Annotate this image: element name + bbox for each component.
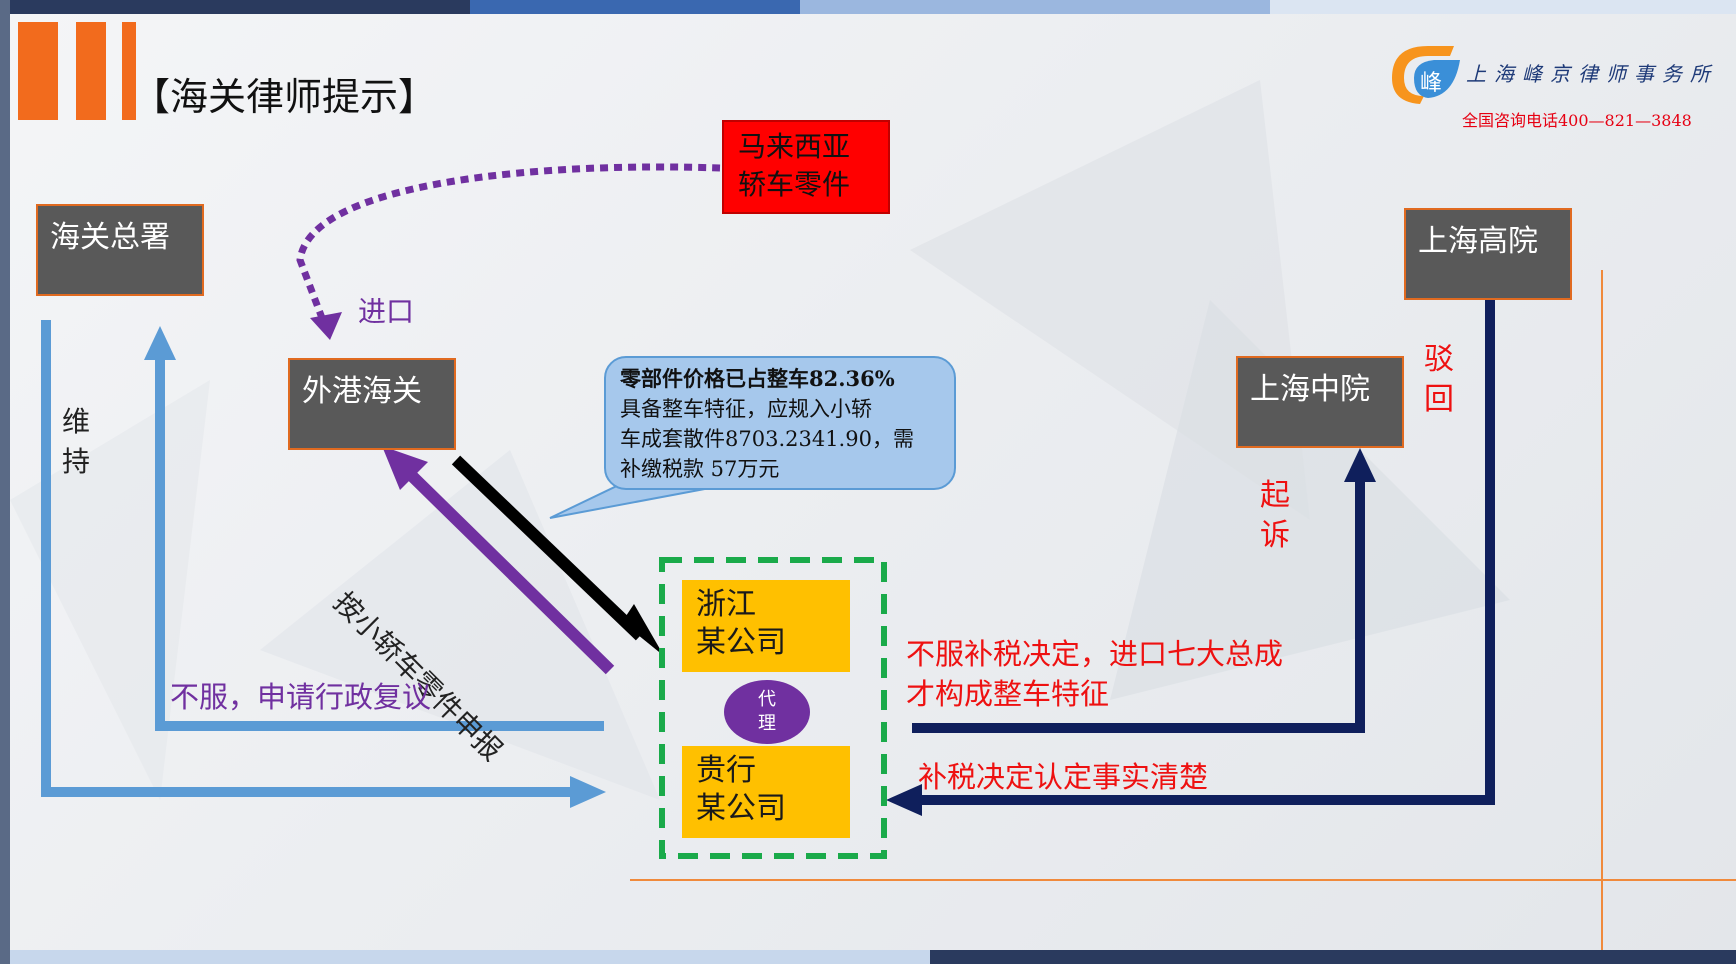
slide: 【海关律师提示】 峰 上海峰京律师事务所 全国咨询电话400—821—3848 [10, 0, 1736, 964]
label-dispute: 不服补税决定，进口七大总成 才构成整车特征 [906, 634, 1283, 714]
label-appeal: 不服，申请行政复议 [170, 680, 432, 714]
node-port-customs: 外港海关 [288, 358, 456, 450]
firm-logo: 峰 [1384, 38, 1464, 104]
callout-line4: 补缴税款 57万元 [620, 457, 780, 481]
dispute-line2: 才构成整车特征 [906, 677, 1110, 711]
maintain-char1: 维 [62, 405, 91, 438]
callout-line3: 车成套散件8703.2341.90，需 [620, 427, 914, 451]
node-guixing: 贵行 某公司 [682, 746, 850, 838]
malaysia-line1: 马来西亚 [738, 130, 851, 163]
agent-char2: 理 [758, 713, 776, 734]
zhejiang-line2: 某公司 [696, 625, 786, 660]
guixing-line1: 贵行 [696, 753, 756, 788]
flow-arrows [41, 163, 1736, 950]
node-malaysia: 马来西亚 轿车零件 [722, 120, 890, 214]
sue-char1: 起 [1260, 478, 1290, 513]
svg-text:峰: 峰 [1420, 71, 1442, 96]
import-curve [296, 163, 721, 320]
node-shanghai-mid: 上海中院 [1236, 356, 1404, 448]
maintain-char2: 持 [62, 445, 91, 478]
callout-bubble: 零部件价格已占整车82.36% 具备整车特征，应规入小轿 车成套散件8703.2… [604, 356, 956, 490]
agent-char1: 代 [758, 689, 776, 710]
label-facts: 补税决定认定事实清楚 [918, 760, 1209, 794]
label-sue: 起 诉 [1260, 476, 1290, 556]
label-reject: 驳 回 [1424, 340, 1454, 420]
top-band [10, 0, 1736, 14]
firm-phone: 全国咨询电话400—821—3848 [1462, 111, 1692, 130]
callout-line1: 零部件价格已占整车82.36% [620, 366, 895, 391]
malaysia-line2: 轿车零件 [738, 168, 851, 201]
sue-char2: 诉 [1260, 518, 1290, 553]
reject-char1: 驳 [1424, 342, 1454, 377]
node-zhejiang: 浙江 某公司 [682, 580, 850, 672]
callout-line2: 具备整车特征，应规入小轿 [620, 397, 872, 421]
bottom-band [10, 950, 1736, 964]
page-title: 【海关律师提示】 [132, 75, 437, 119]
zhejiang-line1: 浙江 [696, 587, 756, 622]
firm-name: 上海峰京律师事务所 [1466, 62, 1718, 86]
node-shanghai-high: 上海高院 [1404, 208, 1572, 300]
dispute-line1: 不服补税决定，进口七大总成 [906, 637, 1284, 671]
label-maintain: 维 持 [62, 402, 90, 482]
agent-badge: 代 理 [724, 680, 810, 744]
reject-char2: 回 [1424, 382, 1454, 417]
node-customs-hq: 海关总署 [36, 204, 204, 296]
label-import: 进口 [358, 295, 415, 328]
law-firm-emblem-icon: 峰 [1392, 46, 1460, 104]
guixing-line2: 某公司 [696, 791, 786, 826]
